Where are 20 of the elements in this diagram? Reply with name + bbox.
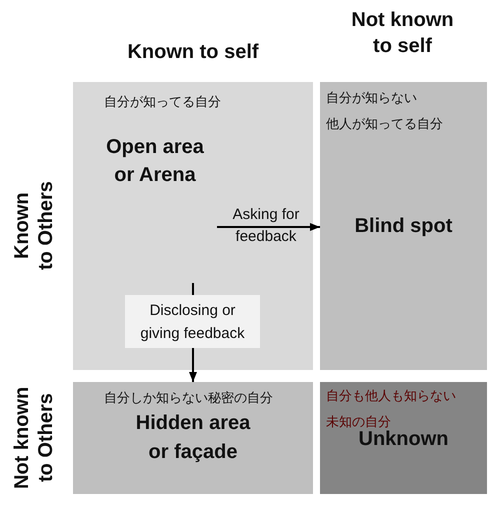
column-header: Not known to self [350,8,455,59]
arrow [217,223,320,231]
column-header: Known to self [126,40,260,65]
quadrant-panel [73,82,313,370]
caption-text: 自分が知らない [326,90,417,107]
quadrant-title: Blind spot [354,214,454,239]
quadrant-panel [320,382,487,494]
quadrant-title: Hidden area or façade [135,411,251,465]
caption-text: 自分も他人も知らない [326,388,456,405]
edge-label: Asking for feedback [232,205,300,247]
quadrant-panel [320,82,487,370]
row-header: Known to Others [10,181,58,271]
quadrant-title: Unknown [358,428,450,452]
caption-text: 自分しか知らない秘密の自分 [104,390,273,407]
caption-text: 未知の自分 [326,414,391,430]
caption-text: 自分が知ってる自分 [104,94,221,111]
caption-text: 他人が知ってる自分 [326,116,443,133]
row-header: Not known to Others [10,385,58,491]
quadrant-title: Open area or Arena [105,135,205,188]
quadrant-panel [73,382,313,494]
